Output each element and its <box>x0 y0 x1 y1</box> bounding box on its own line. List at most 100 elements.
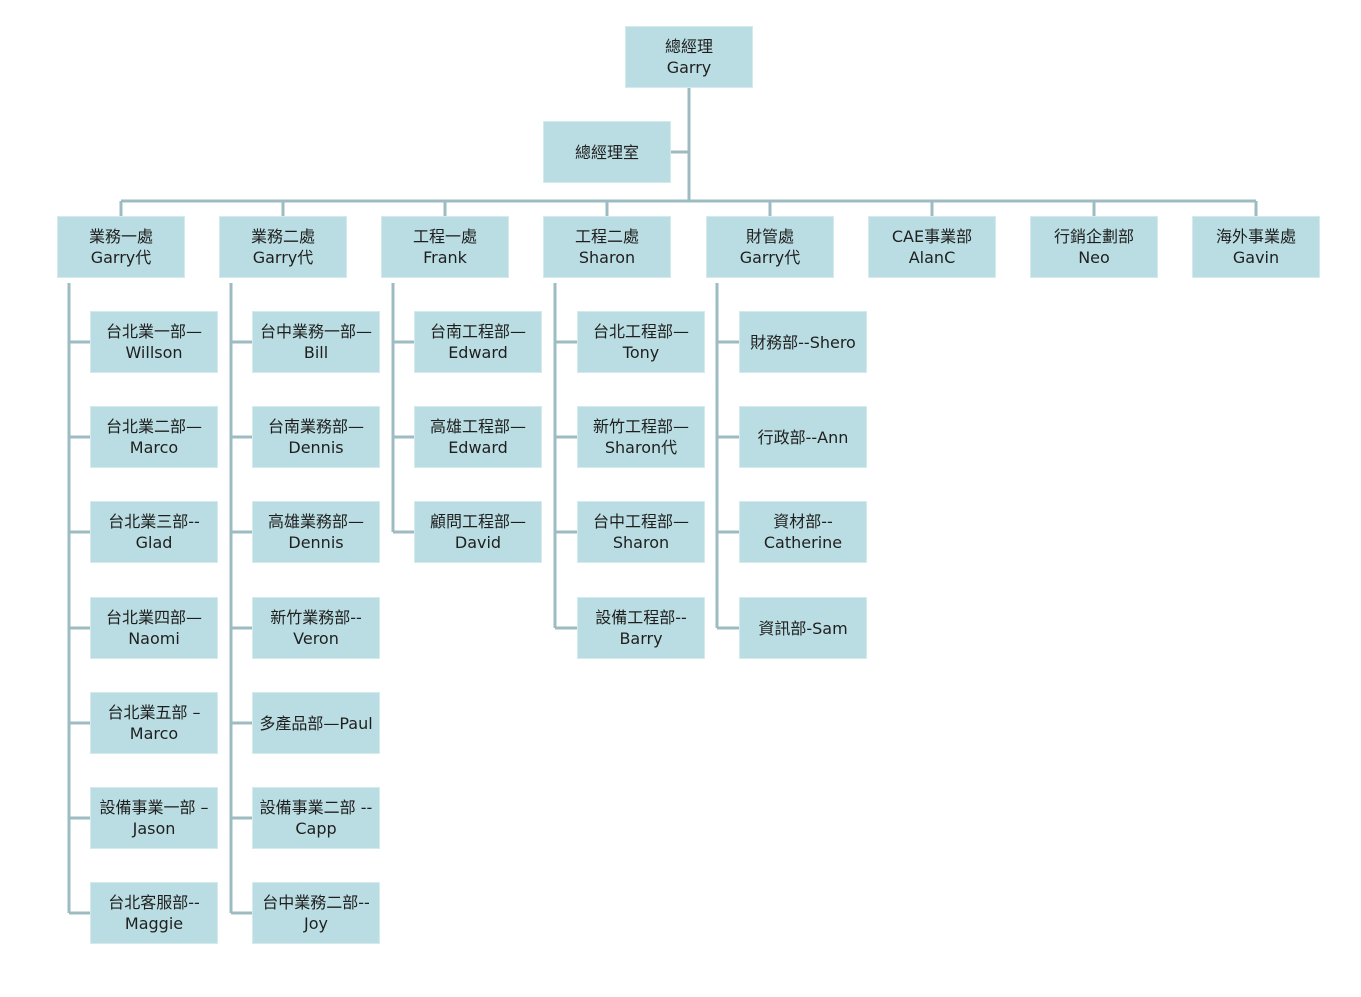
division-box-7: 行銷企劃部 Neo <box>1030 216 1158 278</box>
unit-box-2-4-line-1: 新竹業務部-- <box>270 608 362 627</box>
unit-box-1-6: 設備事業一部 – Jason <box>90 787 218 849</box>
unit-box-4-4-line-1: 設備工程部-- <box>595 608 687 627</box>
division-box-8-line-1: 海外事業處 <box>1215 227 1296 246</box>
unit-box-5-2-line-1: 行政部--Ann <box>757 427 849 447</box>
division-box-5-line-1: 財管處 <box>745 227 794 246</box>
root-box-line-1: 總經理 <box>664 37 713 56</box>
unit-box-1-7: 台北客服部-- Maggie <box>90 882 218 944</box>
unit-box-3-2-line-1: 高雄工程部— <box>429 417 526 436</box>
division-box-6: CAE事業部 AlanC <box>868 216 996 278</box>
division-box-6-line-2: AlanC <box>908 248 956 267</box>
division-box-2-line-1: 業務二處 <box>250 227 315 246</box>
unit-box-1-6-line-2: Jason <box>132 819 176 838</box>
office-box: 總經理室 <box>543 121 671 183</box>
unit-box-1-7-line-1: 台北客服部-- <box>108 893 200 912</box>
unit-box-5-3: 資材部-- Catherine <box>739 501 867 563</box>
unit-box-1-5: 台北業五部 – Marco <box>90 692 218 754</box>
division-box-1-line-2: Garry代 <box>90 248 152 267</box>
unit-box-5-3-line-1: 資材部-- <box>773 512 833 531</box>
unit-box-3-2: 高雄工程部— Edward <box>414 406 542 468</box>
unit-box-3-1: 台南工程部—Edward <box>414 311 542 373</box>
unit-box-1-2: 台北業二部— Marco <box>90 406 218 468</box>
unit-box-5-3-line-2: Catherine <box>763 533 843 552</box>
unit-box-5-2: 行政部--Ann <box>739 406 867 468</box>
unit-box-3-3: 顧問工程部— David <box>414 501 542 563</box>
unit-box-3-3-line-1: 顧問工程部— <box>429 512 526 531</box>
unit-box-5-4: 資訊部-Sam <box>739 597 867 659</box>
division-box-4-line-1: 工程二處 <box>574 227 639 246</box>
unit-box-2-5-line-1: 多產品部—Paul <box>259 713 373 733</box>
unit-box-4-3-line-1: 台中工程部— <box>592 512 689 531</box>
unit-box-4-1-line-1: 台北工程部— <box>592 322 689 341</box>
unit-box-2-4-line-2: Veron <box>293 629 339 648</box>
unit-box-1-6-line-1: 設備事業一部 – <box>99 798 209 817</box>
unit-box-1-3: 台北業三部-- Glad <box>90 501 218 563</box>
unit-box-1-1-line-2: Willson <box>125 343 183 362</box>
unit-box-2-2-line-2: Dennis <box>288 438 344 457</box>
unit-box-2-1-line-2: Bill <box>303 343 329 362</box>
unit-box-1-4-line-1: 台北業四部— <box>105 608 202 627</box>
unit-box-5-1-line-1: 財務部--Shero <box>750 332 856 352</box>
unit-box-4-1: 台北工程部— Tony <box>577 311 705 373</box>
division-box-8: 海外事業處 Gavin <box>1192 216 1320 278</box>
unit-box-2-3-line-2: Dennis <box>288 533 344 552</box>
unit-box-4-2: 新竹工程部—Sharon代 <box>577 406 705 468</box>
unit-box-4-4-line-2: Barry <box>619 629 663 648</box>
unit-box-1-1-line-1: 台北業一部— <box>105 322 202 341</box>
unit-box-2-5: 多產品部—Paul <box>252 692 380 754</box>
unit-box-4-2-line-2: Sharon代 <box>604 438 678 457</box>
unit-box-1-4-line-2: Naomi <box>128 629 180 648</box>
unit-box-2-7-line-1: 台中業務二部-- <box>262 893 370 912</box>
unit-box-4-4: 設備工程部-- Barry <box>577 597 705 659</box>
unit-box-1-7-line-2: Maggie <box>124 914 184 933</box>
unit-box-2-7: 台中業務二部-- Joy <box>252 882 380 944</box>
unit-box-1-3-line-2: Glad <box>135 533 173 552</box>
unit-box-3-3-line-2: David <box>454 533 502 552</box>
root-box: 總經理 Garry <box>625 26 753 88</box>
unit-box-2-6: 設備事業二部 -- Capp <box>252 787 380 849</box>
division-box-8-line-2: Gavin <box>1232 248 1280 267</box>
unit-box-2-1: 台中業務一部— Bill <box>252 311 380 373</box>
unit-box-1-5-line-1: 台北業五部 – <box>107 703 201 722</box>
unit-box-2-6-line-2: Capp <box>295 819 337 838</box>
division-box-3-line-2: Frank <box>423 248 467 267</box>
division-box-7-line-2: Neo <box>1078 248 1110 267</box>
unit-box-5-1: 財務部--Shero <box>739 311 867 373</box>
division-box-2: 業務二處 Garry代 <box>219 216 347 278</box>
division-box-4: 工程二處 Sharon <box>543 216 671 278</box>
division-box-1: 業務一處 Garry代 <box>57 216 185 278</box>
unit-box-4-3: 台中工程部— Sharon <box>577 501 705 563</box>
division-box-4-line-2: Sharon <box>578 248 636 267</box>
unit-box-1-2-line-1: 台北業二部— <box>105 417 202 436</box>
unit-box-4-1-line-2: Tony <box>622 343 660 362</box>
unit-box-2-3-line-1: 高雄業務部— <box>267 512 364 531</box>
unit-box-2-4: 新竹業務部-- Veron <box>252 597 380 659</box>
division-box-6-line-1: CAE事業部 <box>891 227 973 246</box>
unit-box-1-2-line-2: Marco <box>129 438 179 457</box>
office-box-line-1: 總經理室 <box>574 142 639 162</box>
unit-box-1-1: 台北業一部— Willson <box>90 311 218 373</box>
unit-box-1-4: 台北業四部— Naomi <box>90 597 218 659</box>
division-box-3: 工程一處 Frank <box>381 216 509 278</box>
unit-box-2-2-line-1: 台南業務部— <box>267 417 364 436</box>
root-box-line-2: Garry <box>666 58 712 77</box>
unit-box-2-3: 高雄業務部— Dennis <box>252 501 380 563</box>
division-box-3-line-1: 工程一處 <box>412 227 477 246</box>
division-box-7-line-1: 行銷企劃部 <box>1053 227 1134 246</box>
unit-box-3-1-line-2: Edward <box>448 343 508 362</box>
unit-box-2-7-line-2: Joy <box>304 914 328 933</box>
unit-box-2-6-line-1: 設備事業二部 -- <box>259 798 373 817</box>
division-box-2-line-2: Garry代 <box>252 248 314 267</box>
unit-box-3-2-line-2: Edward <box>448 438 508 457</box>
unit-box-1-3-line-1: 台北業三部-- <box>108 512 200 531</box>
unit-box-1-5-line-2: Marco <box>129 724 179 743</box>
division-box-5-line-2: Garry代 <box>739 248 801 267</box>
unit-box-5-4-line-1: 資訊部-Sam <box>758 618 848 638</box>
unit-box-4-3-line-2: Sharon <box>612 533 670 552</box>
division-box-5: 財管處 Garry代 <box>706 216 834 278</box>
unit-box-2-1-line-1: 台中業務一部— <box>259 322 372 341</box>
division-box-1-line-1: 業務一處 <box>88 227 153 246</box>
unit-box-2-2: 台南業務部— Dennis <box>252 406 380 468</box>
